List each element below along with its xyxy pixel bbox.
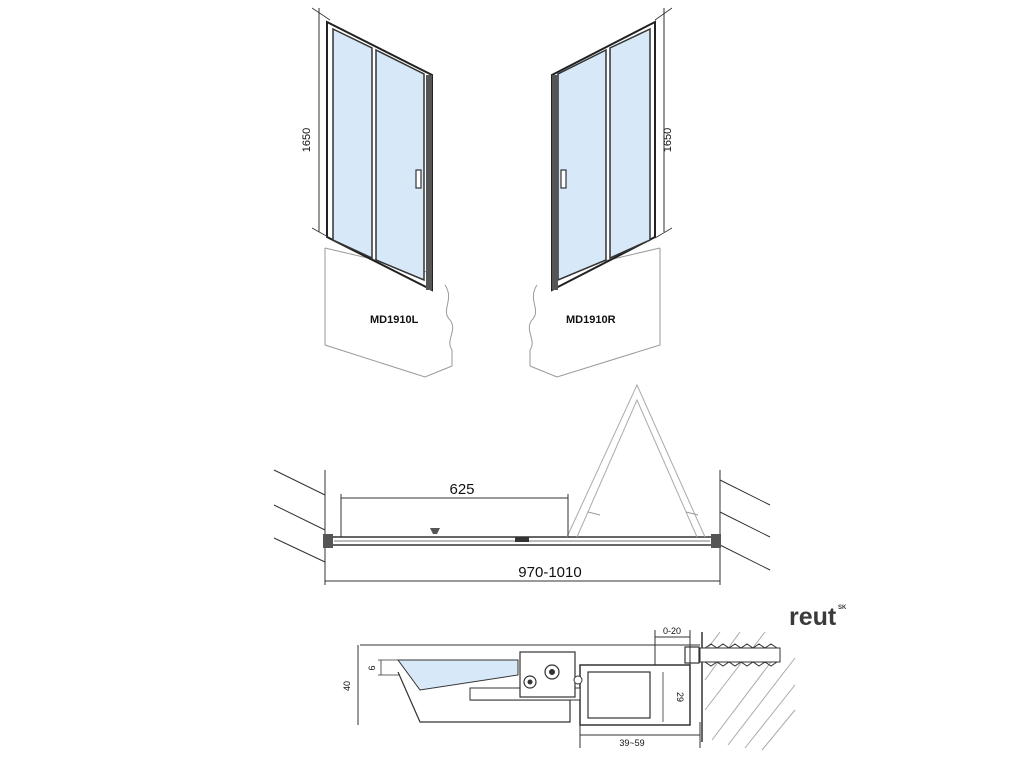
profile-height-29-label: 29: [675, 692, 685, 702]
right-model-label: MD1910R: [566, 314, 616, 326]
plan-view: 625 970-1010: [273, 383, 771, 585]
profile-height-40-label: 40: [342, 681, 352, 691]
adjust-range-label: 39~59: [619, 738, 644, 748]
left-unit-elevation: 1650 MD1910L: [301, 7, 454, 378]
left-height-label: 1650: [301, 128, 313, 152]
profile-detail: 0-20 40 6 29 39~59: [342, 626, 796, 751]
logo-text: reut: [789, 603, 837, 631]
total-width-label: 970-1010: [518, 564, 581, 581]
glass-thickness-label: 6: [367, 665, 377, 670]
logo-suffix: SK: [838, 605, 847, 611]
right-unit-elevation: 1650 MD1910R: [528, 7, 674, 378]
gap-label: 0-20: [663, 626, 681, 636]
brand-logo: reut SK: [789, 603, 847, 631]
left-model-label: MD1910L: [370, 314, 419, 326]
door-width-label: 625: [449, 481, 474, 498]
right-height-label: 1650: [662, 128, 674, 152]
